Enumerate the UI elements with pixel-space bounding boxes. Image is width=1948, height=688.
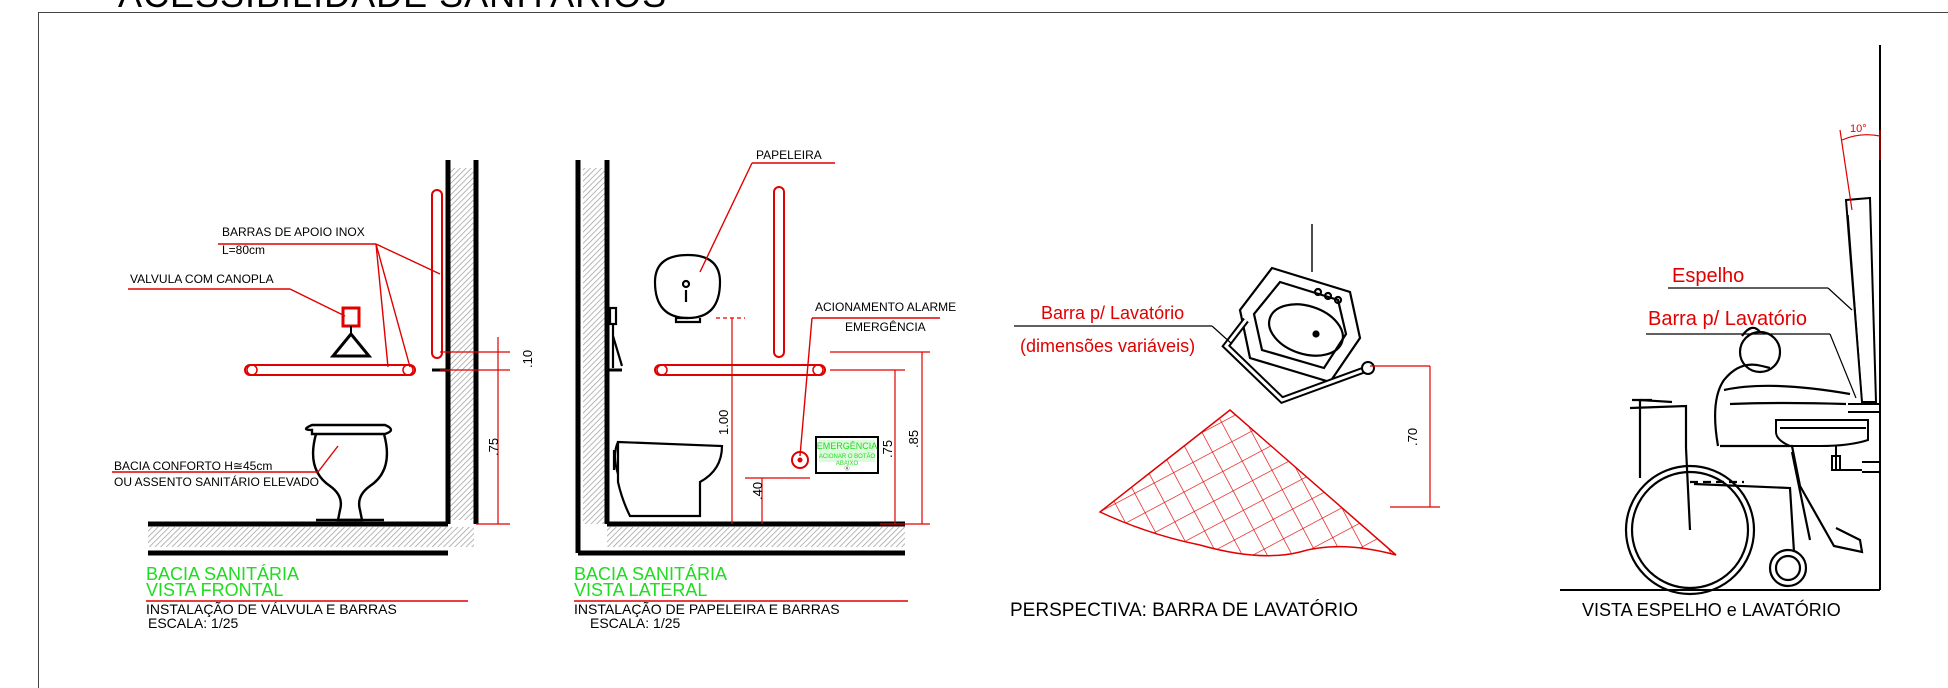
dim-frontal-75: .75 (486, 438, 501, 456)
lateral-leaders (699, 162, 940, 457)
lateral-view: EMERGÊNCIA ACIONAR O BOTÃO ABAIXO Ⓐ PAPE… (574, 148, 956, 631)
frontal-sub-1: INSTALAÇÃO DE VÁLVULA E BARRAS (146, 601, 397, 617)
dim-lateral-85: .85 (906, 430, 921, 448)
label-alarme-2: EMERGÊNCIA (845, 319, 926, 334)
label-barras-length: L=80cm (222, 243, 265, 257)
lateral-wall-hatch (583, 168, 605, 524)
frontal-title-1: BACIA SANITÁRIA (146, 564, 299, 584)
frontal-title-2: VISTA FRONTAL (146, 580, 283, 600)
sink-grab-bar-icon (1848, 403, 1880, 413)
alarm-text-1: EMERGÊNCIA (817, 441, 878, 451)
dim-lateral-100: 1.00 (716, 410, 731, 435)
toilet-frontal-icon (304, 423, 393, 522)
lateral-vertical-grab-bar (773, 186, 785, 358)
frontal-sub-2: ESCALA: 1/25 (148, 615, 238, 631)
lateral-valve-icon (608, 306, 624, 368)
perspective-view: .70 Barra p/ Lavatório (dimensões variáv… (1010, 224, 1440, 621)
label-papeleira: PAPELEIRA (756, 148, 822, 162)
mirror-lavatory-view: 10° (1560, 45, 1881, 620)
washbasin-icon (1238, 224, 1362, 384)
label-bacia-conforto: BACIA CONFORTO H≅45cm (114, 459, 272, 473)
lateral-sub-2: ESCALA: 1/25 (590, 615, 680, 631)
alarm-text-4: Ⓐ (844, 465, 849, 472)
wall-sink-icon (1775, 419, 1880, 473)
label-espelho: Espelho (1672, 265, 1744, 287)
dim-lateral-75: .75 (880, 440, 895, 458)
dim-frontal-10: .10 (520, 350, 535, 368)
frontal-wall-hatch (448, 168, 474, 520)
label-barra-lavatorio-mirror: Barra p/ Lavatório (1648, 308, 1807, 330)
toilet-paper-dispenser-icon (653, 253, 722, 324)
label-dimensoes-variaveis: (dimensões variáveis) (1020, 336, 1195, 356)
frontal-leaders (112, 243, 441, 473)
sheet-frame (38, 12, 1948, 688)
frontal-vertical-grab-bar (431, 189, 443, 359)
frontal-floor-hatch (148, 527, 474, 547)
perspective-caption: PERSPECTIVA: BARRA DE LAVATÓRIO (1010, 599, 1358, 621)
mirror-angle-label: 10° (1850, 123, 1867, 135)
alarm-text-2: ACIONAR O BOTÃO (819, 453, 876, 460)
perspective-leaders (1014, 325, 1233, 345)
lateral-floor-hatch (607, 527, 905, 547)
label-alarme-1: ACIONAMENTO ALARME (815, 300, 956, 314)
mirror-view-leaders (1646, 287, 1857, 399)
lateral-horizontal-grab-bar (654, 364, 826, 376)
alarm-text-3: ABAIXO (836, 461, 859, 467)
label-valvula: VALVULA COM CANOPLA (130, 272, 274, 286)
mirror-view-caption: VISTA ESPELHO e LAVATÓRIO (1582, 599, 1841, 620)
page-title: ACESSIBILIDADE SANITÁRIOS (118, 0, 667, 16)
floor-tile-grid (1098, 409, 1397, 557)
perspective-dimension (1370, 365, 1440, 508)
toilet-lateral-icon (612, 440, 724, 518)
lateral-sub-1: INSTALAÇÃO DE PAPELEIRA E BARRAS (574, 601, 840, 617)
frontal-horizontal-grab-bar (244, 364, 416, 376)
frontal-view: BARRAS DE APOIO INOX L=80cm VALVULA COM … (112, 160, 535, 631)
label-assento-elevado: OU ASSENTO SANITÁRIO ELEVADO (114, 474, 319, 489)
lateral-dimensions (716, 317, 930, 525)
mirror-icon (1844, 196, 1878, 403)
lateral-title-1: BACIA SANITÁRIA (574, 564, 727, 584)
wheelchair-user-icon (1624, 326, 1864, 596)
dim-lateral-40: .40 (750, 482, 765, 500)
alarm-panel: EMERGÊNCIA ACIONAR O BOTÃO ABAIXO Ⓐ (815, 436, 879, 474)
frontal-dimensions (440, 337, 510, 525)
valve-icon (329, 306, 373, 358)
label-barras-apoio: BARRAS DE APOIO INOX (222, 225, 365, 239)
mirror-angle-marker (1839, 129, 1881, 211)
dim-perspective-70: .70 (1405, 428, 1420, 446)
lateral-title-2: VISTA LATERAL (574, 580, 707, 600)
label-barra-lavatorio-persp: Barra p/ Lavatório (1041, 303, 1184, 323)
